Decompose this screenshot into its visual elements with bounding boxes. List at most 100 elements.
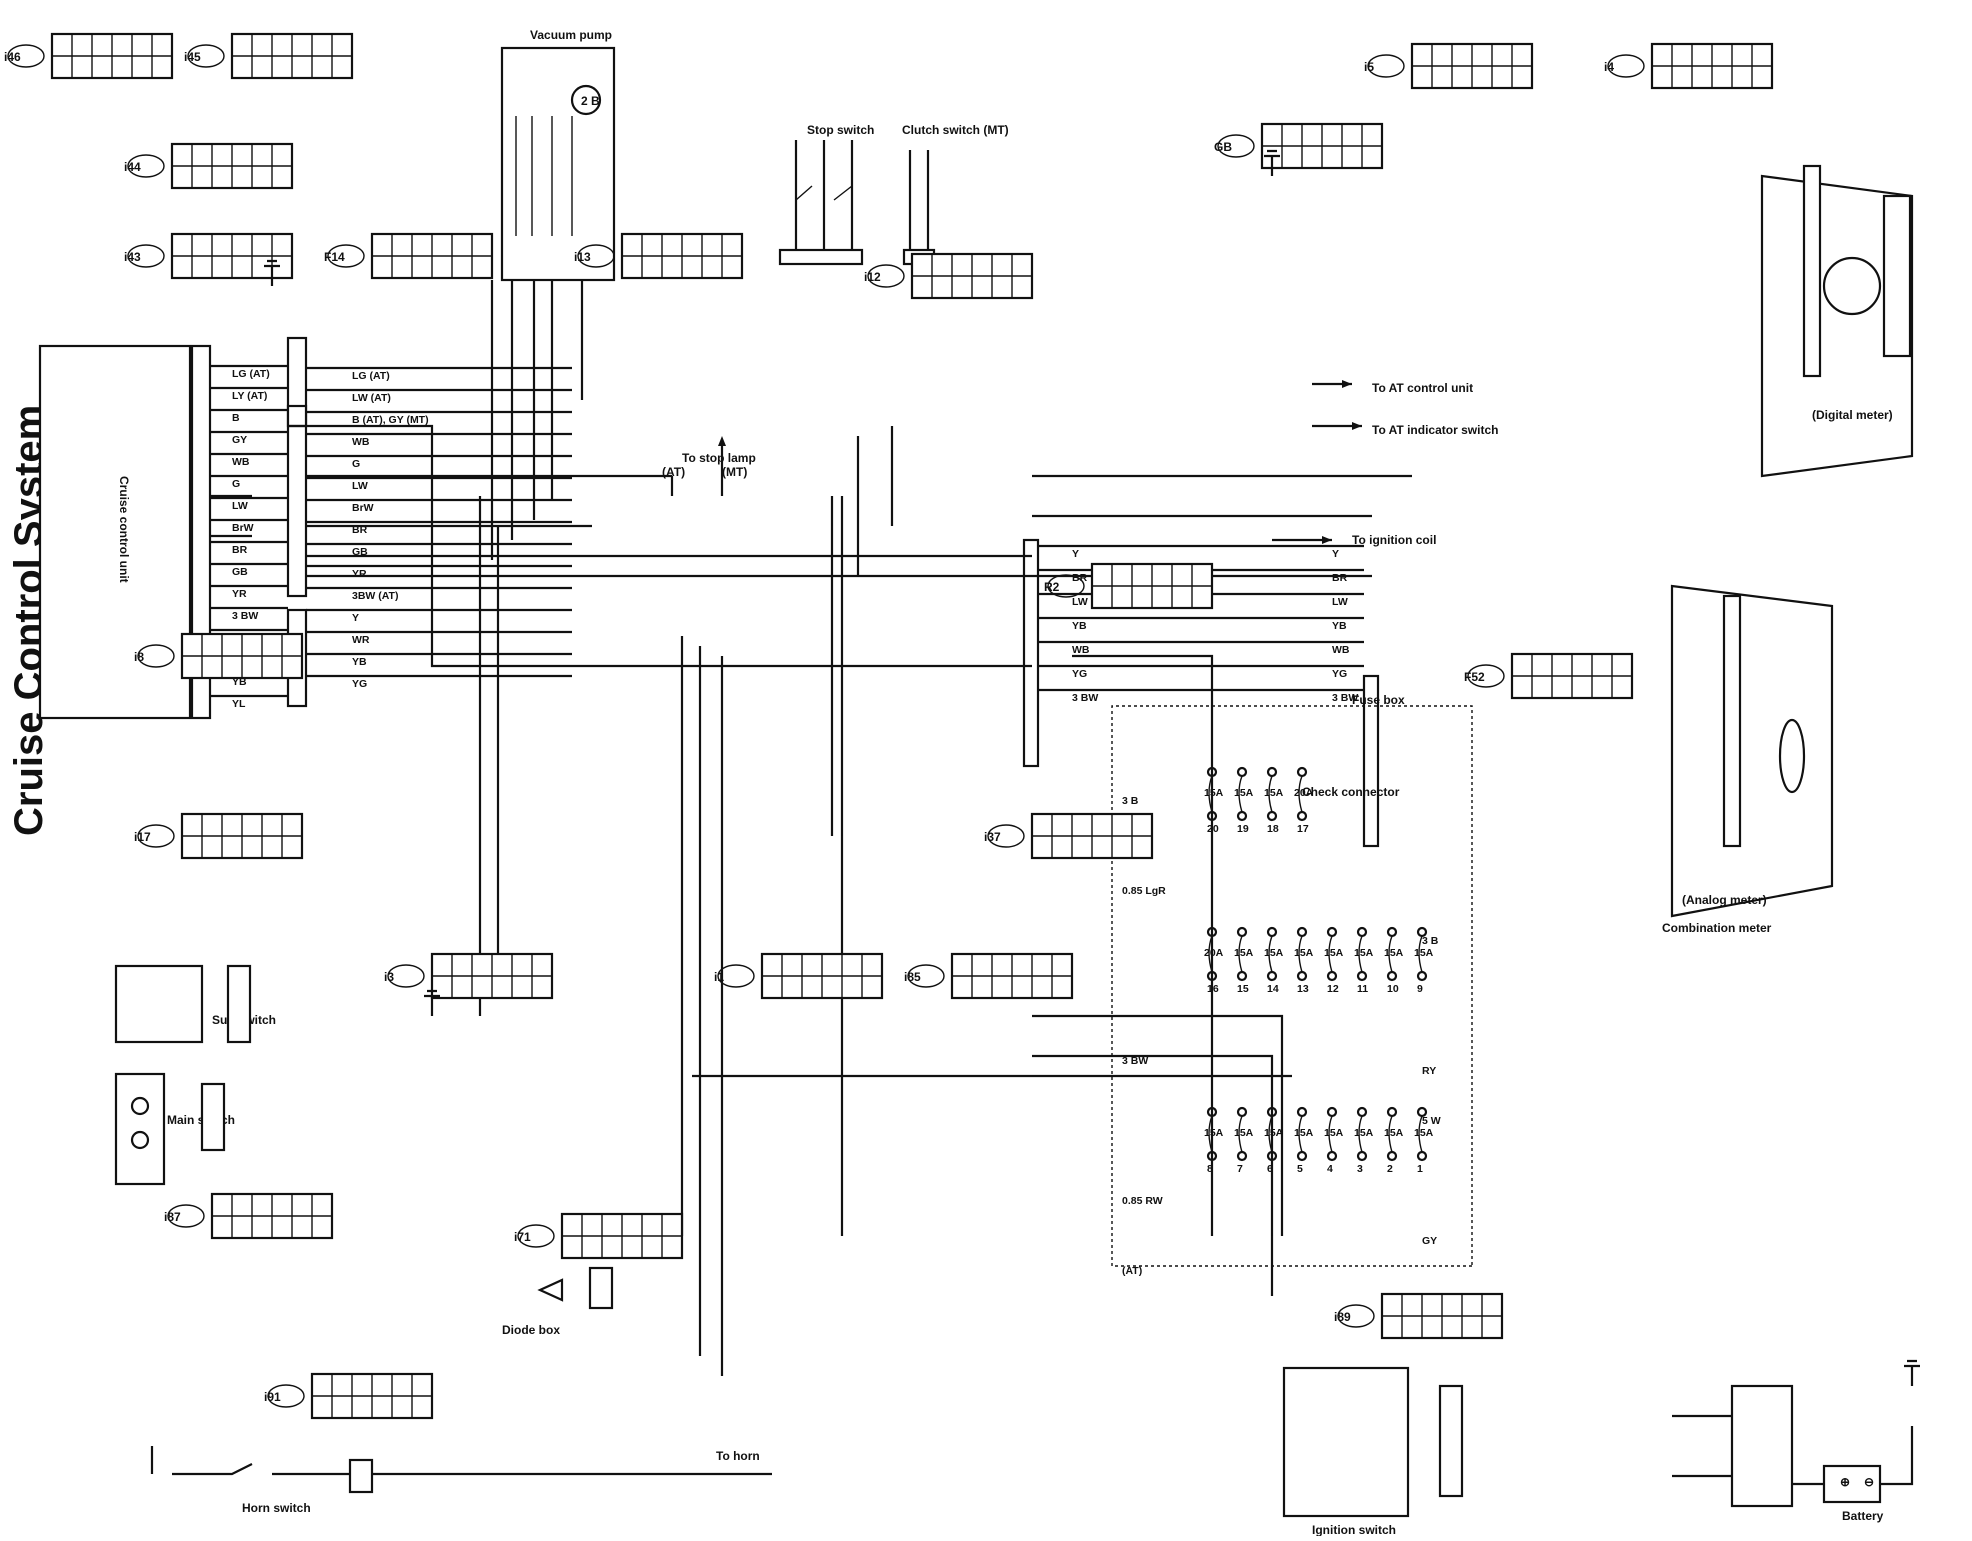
fuse-amperage: 15A — [1264, 787, 1284, 799]
mt-label: (MT) — [722, 465, 747, 479]
fuse-number: 3 — [1357, 1163, 1363, 1175]
connector-id: i3 — [384, 970, 394, 984]
fuse-terminal — [1326, 1150, 1338, 1162]
ignition-switch-label: Ignition switch — [1312, 1523, 1396, 1536]
fuse-terminal — [1296, 810, 1308, 822]
fuse-amperage: 15A — [1324, 947, 1344, 959]
fuse-terminal — [1326, 926, 1338, 938]
fuse-terminal — [1266, 926, 1278, 938]
fuse-amperage: 15A — [1234, 787, 1254, 799]
fuse-amperage: 15A — [1234, 1127, 1254, 1139]
fuse-amperage: 15A — [1414, 947, 1434, 959]
harness-wire-label: 3BW (AT) — [352, 590, 398, 602]
fuse-number: 7 — [1237, 1163, 1243, 1175]
connector-id: i71 — [514, 1230, 531, 1244]
connector-R2: R2 — [1044, 562, 1214, 610]
check-wire-label-right: 3 BW — [1332, 692, 1358, 704]
connector-i4: i4 — [1604, 42, 1774, 90]
harness-wire-label: YB — [352, 656, 367, 668]
connector-id: i4 — [1604, 60, 1614, 74]
fuse-terminal — [1386, 1106, 1398, 1118]
fuse-terminal — [1236, 970, 1248, 982]
connector-i45: i45 — [184, 32, 354, 80]
connector-i87: i87 — [164, 1192, 334, 1240]
cruise-control-unit-label: Cruise control unit — [117, 476, 131, 583]
ground-symbols — [264, 149, 1920, 1386]
fuse-terminal — [1266, 766, 1278, 778]
fuse-terminal — [1236, 810, 1248, 822]
fuse-number: 13 — [1297, 983, 1309, 995]
stop-switch-label: Stop switch — [807, 123, 874, 137]
check-wire-label-left: YG — [1072, 668, 1087, 680]
fuse-terminal — [1236, 766, 1248, 778]
fuse-number: 18 — [1267, 823, 1279, 835]
horn-switch-label: Horn switch — [242, 1501, 311, 1515]
fuse-number: 1 — [1417, 1163, 1423, 1175]
connector-i46: i46 — [4, 32, 174, 80]
connector-id: i44 — [124, 160, 141, 174]
harness-wire-label: G — [352, 458, 360, 470]
unit-pin-label: LY (AT) — [232, 390, 267, 402]
connector-id: i17 — [134, 830, 151, 844]
connector-i89: i89 — [1334, 1292, 1504, 1340]
battery: ⊕ ⊖ Battery — [1672, 1384, 1914, 1523]
check-connector: Check connector — [1022, 538, 1400, 848]
connector-id: i87 — [164, 1210, 181, 1224]
fuse-amperage: 15A — [1384, 947, 1404, 959]
fuse-wire-label: 0.85 RW — [1122, 1195, 1163, 1207]
harness-wire-label: BrW — [352, 502, 374, 514]
connector-id: GB — [1214, 140, 1232, 154]
fuse-number: 2 — [1387, 1163, 1393, 1175]
fuse-terminal — [1386, 1150, 1398, 1162]
connector-i12: i12 — [864, 252, 1034, 300]
fuse-amperage: 15A — [1354, 947, 1374, 959]
digital-meter: (Digital meter) — [1760, 164, 1914, 478]
to-at-control-unit: To AT control unit — [1372, 381, 1473, 395]
clutch-switch-label: Clutch switch (MT) — [902, 123, 1009, 137]
harness-wire-label: LG (AT) — [352, 370, 390, 382]
fuse-amperage: 20A — [1204, 947, 1224, 959]
fuse-wire-label: 0.85 LgR — [1122, 885, 1166, 897]
fuse-number: 9 — [1417, 983, 1423, 995]
check-wire-label-right: YG — [1332, 668, 1347, 680]
connector-id: i12 — [864, 270, 881, 284]
connector-i85: i85 — [904, 952, 1074, 1000]
fuse-amperage: 15A — [1294, 1127, 1314, 1139]
fuse-amperage: 15A — [1414, 1127, 1434, 1139]
battery-minus: ⊖ — [1864, 1475, 1874, 1489]
fuse-wire-label: 3 B — [1422, 935, 1439, 947]
fuse-amperage: 20A — [1294, 787, 1314, 799]
clutch-switch: Clutch switch (MT) — [902, 123, 1009, 266]
unit-pin-label: LW — [232, 500, 248, 512]
connector-F52: F52 — [1464, 652, 1634, 700]
fuse-amperage: 15A — [1294, 947, 1314, 959]
fuse-wire-label: 3 BW — [1122, 1055, 1148, 1067]
check-wire-label-left: WB — [1072, 644, 1090, 656]
harness-wire-label: WR — [352, 634, 370, 646]
sub-switch: Sub-switch — [114, 964, 276, 1044]
harness-wire-label: YG — [352, 678, 367, 690]
connector-i37: i37 — [984, 812, 1154, 860]
connector-i3: i3 — [384, 952, 554, 1000]
connector-id: i45 — [184, 50, 201, 64]
vacuum-pump: Vacuum pump 2 B — [490, 28, 616, 560]
harness-wire-label: Y — [352, 612, 359, 624]
check-wire-label-left: Y — [1072, 548, 1079, 560]
connector-id: i89 — [1334, 1310, 1351, 1324]
connector-F14: F14 — [324, 232, 494, 280]
connector-id: i37 — [984, 830, 1001, 844]
unit-pin-label: YL — [232, 698, 246, 710]
connector-id: R2 — [1044, 580, 1060, 594]
fuse-amperage: 15A — [1324, 1127, 1344, 1139]
fuse-terminal — [1296, 766, 1308, 778]
to-stop-lamp: To stop lamp — [682, 451, 756, 465]
fuse-number: 6 — [1267, 1163, 1273, 1175]
fuse-amperage: 15A — [1204, 787, 1224, 799]
fuse-wire-label: GY — [1422, 1235, 1437, 1247]
fuse-number: 15 — [1237, 983, 1249, 995]
diode-box-label: Diode box — [502, 1323, 560, 1337]
unit-pin-label: LG (AT) — [232, 368, 270, 380]
connector-i44: i44 — [124, 142, 294, 190]
fuse-wire-label: 3 B — [1122, 795, 1139, 807]
